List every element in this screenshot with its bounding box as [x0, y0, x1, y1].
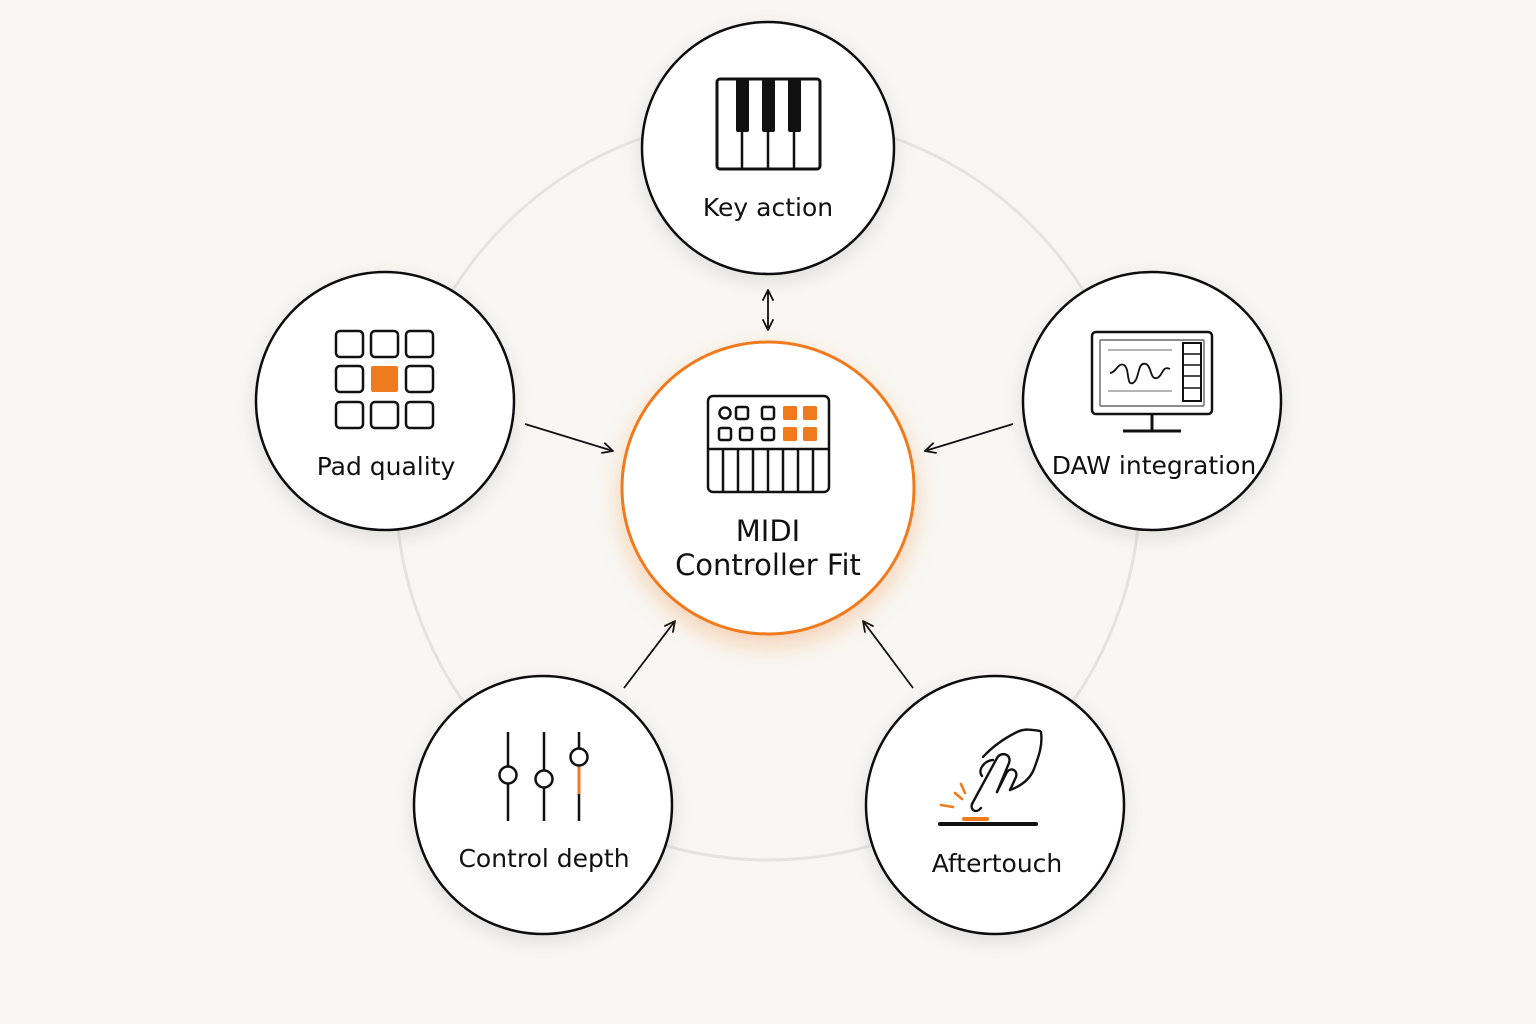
midi-controller-icon	[706, 394, 831, 494]
pad-grid-icon	[334, 329, 435, 430]
finger-press-icon	[938, 728, 1043, 826]
node-label: DAW integration	[1052, 451, 1257, 480]
arrow-daw-integration	[924, 423, 1014, 454]
node-label: Control depth	[458, 844, 629, 873]
arrow-aftertouch	[862, 620, 914, 689]
piano-keys-icon	[715, 77, 822, 171]
node-circle	[1021, 270, 1283, 532]
node-label: Aftertouch	[932, 849, 1063, 878]
arrow-pad-quality	[524, 423, 614, 454]
arrow-control-depth	[623, 620, 676, 689]
node-circle	[864, 674, 1126, 936]
node-daw-integration[interactable]: DAW integration	[1021, 270, 1283, 532]
connector-arrows	[524, 289, 1014, 689]
node-control-depth[interactable]: Control depth	[412, 674, 674, 936]
center-node[interactable]: MIDI Controller Fit	[620, 340, 916, 636]
faders-icon	[498, 732, 589, 821]
node-pad-quality[interactable]: Pad quality	[254, 270, 516, 532]
node-key-action[interactable]: Key action	[640, 20, 896, 276]
node-aftertouch[interactable]: Aftertouch	[864, 674, 1126, 936]
monitor-waveform-icon	[1090, 330, 1214, 433]
center-title-line2: Controller Fit	[675, 548, 861, 582]
node-label: Pad quality	[317, 452, 456, 481]
center-title-line1: MIDI	[736, 514, 800, 548]
node-label: Key action	[703, 193, 833, 222]
